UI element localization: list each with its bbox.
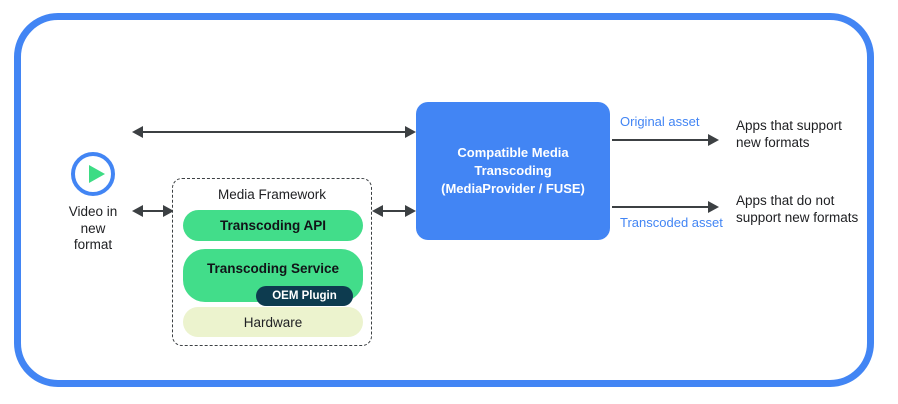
arrow-original-asset-line: [612, 139, 710, 141]
arrow-framework-central-head-right: [405, 205, 416, 217]
arrow-top-head-left: [132, 126, 143, 138]
video-source-group: Video in new format: [50, 152, 136, 254]
label-original-asset: Original asset: [620, 114, 700, 129]
arrow-framework-central-head-left: [372, 205, 383, 217]
video-source-label: Video in new format: [68, 204, 118, 252]
play-triangle-icon: [89, 165, 105, 183]
label-apps-not-support-new-formats: Apps that do not support new formats: [736, 193, 859, 225]
arrow-top-line: [142, 131, 406, 133]
arrow-video-framework-head-right: [163, 205, 174, 217]
play-circle-icon: [71, 152, 115, 196]
box-hardware: Hardware: [183, 307, 363, 337]
label-transcoded-asset: Transcoded asset: [620, 215, 723, 230]
box-compatible-media-transcoding: Compatible Media Transcoding (MediaProvi…: [416, 102, 610, 240]
arrow-top-head-right: [405, 126, 416, 138]
media-framework-container: Media Framework Transcoding API Transcod…: [172, 178, 372, 346]
arrow-transcoded-asset-head: [708, 201, 719, 213]
arrow-transcoded-asset-line: [612, 206, 710, 208]
label-apps-support-new-formats: Apps that support new formats: [736, 118, 842, 150]
arrow-framework-central-line: [382, 210, 406, 212]
arrow-original-asset-head: [708, 134, 719, 146]
media-framework-title: Media Framework: [217, 187, 327, 202]
box-transcoding-api: Transcoding API: [183, 210, 363, 241]
arrow-video-framework-head-left: [132, 205, 143, 217]
arrow-video-framework-line: [142, 210, 164, 212]
badge-oem-plugin: OEM Plugin: [256, 286, 353, 306]
